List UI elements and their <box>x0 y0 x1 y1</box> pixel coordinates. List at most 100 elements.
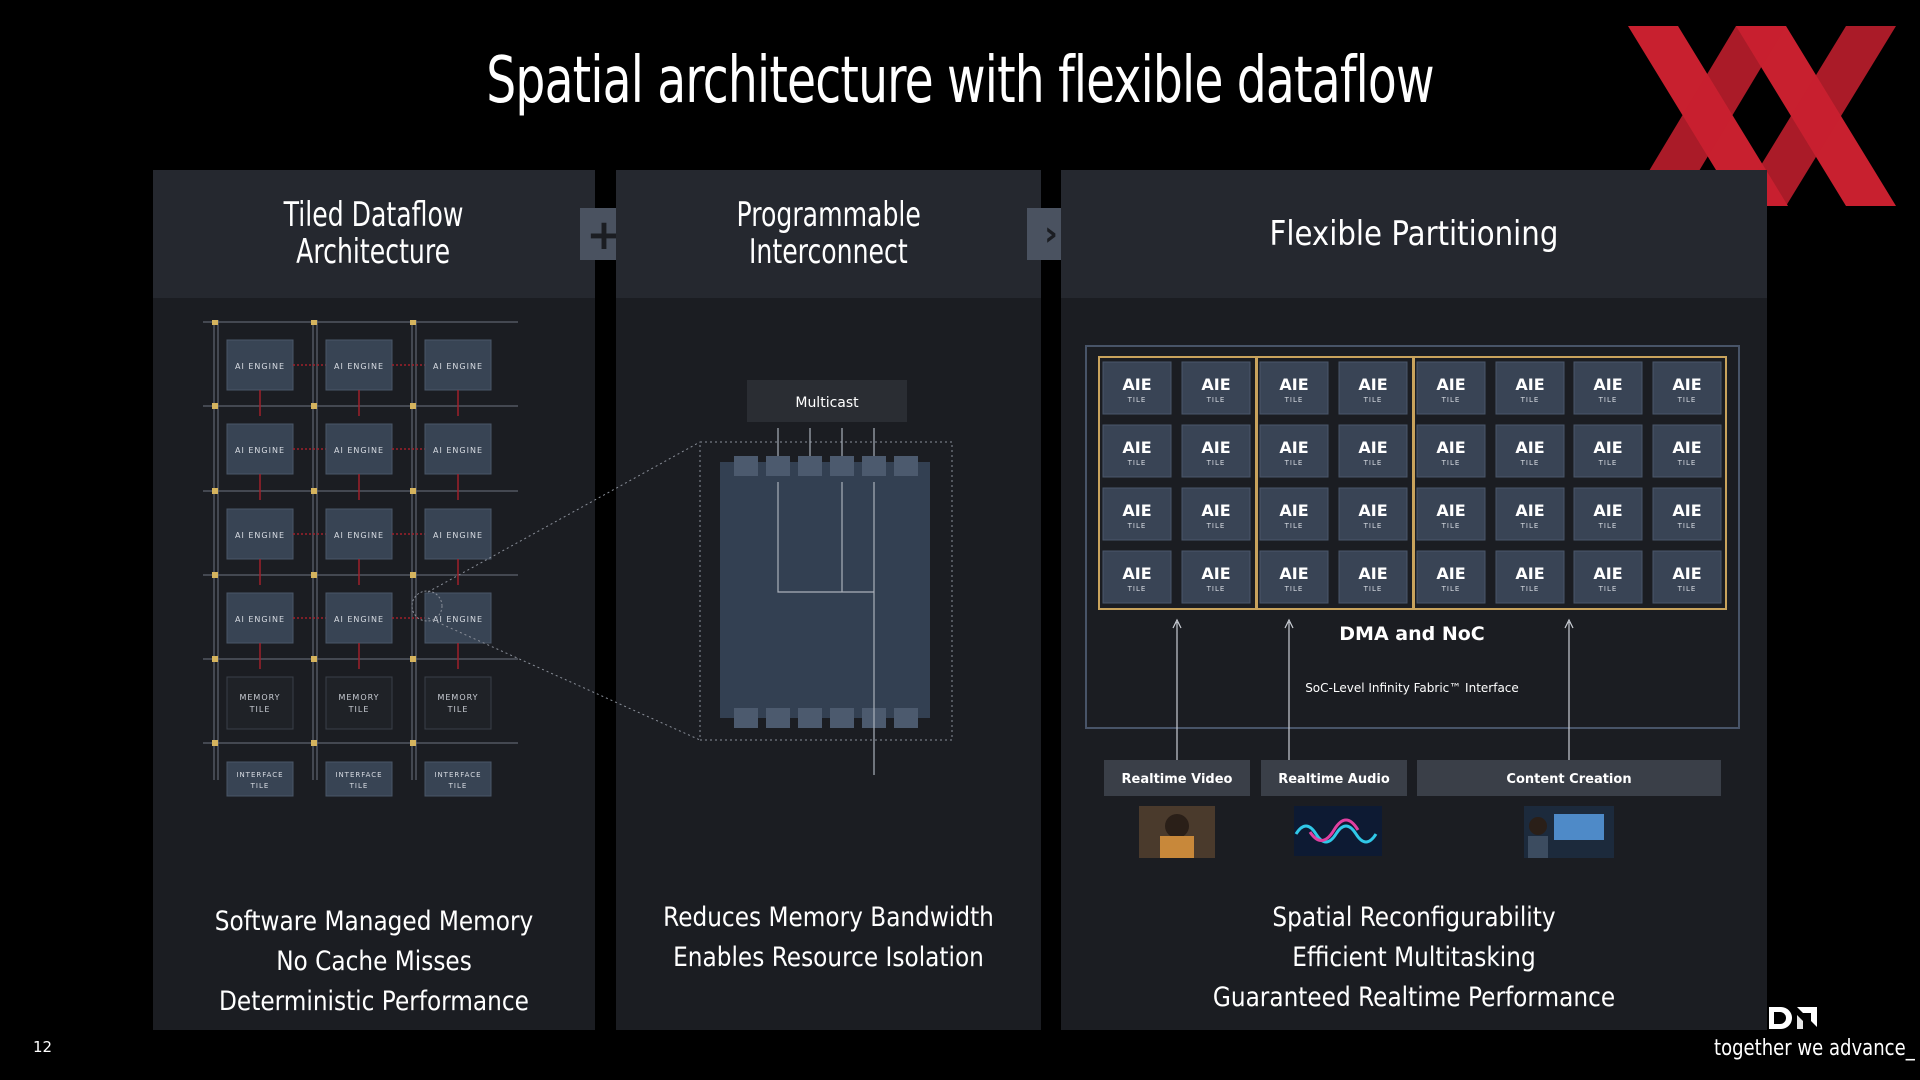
memory-tile-label: MEMORY <box>338 693 379 702</box>
ai-engine-box <box>226 423 294 475</box>
memory-tile-label: TILE <box>447 705 469 714</box>
ai-engine-label: AI ENGINE <box>334 446 384 455</box>
heading-line1: Programmable <box>736 195 921 235</box>
switch-node <box>311 403 317 409</box>
heading-line1: Flexible Partitioning <box>1269 213 1559 254</box>
memory-tile-label: TILE <box>348 705 370 714</box>
interface-tile-box <box>226 761 294 797</box>
ai-engine-label: AI ENGINE <box>334 615 384 624</box>
memory-tile-box <box>325 676 393 730</box>
ai-engine-label: AI ENGINE <box>433 362 483 371</box>
ai-engine-label: AI ENGINE <box>334 531 384 540</box>
heading-line2: Interconnect <box>749 232 908 272</box>
switch-node <box>410 572 416 578</box>
ai-engine-label: AI ENGINE <box>334 362 384 371</box>
ai-engine-box <box>226 592 294 644</box>
ai-engine-label: AI ENGINE <box>235 446 285 455</box>
bullet: Guaranteed Realtime Performance <box>1212 982 1616 1013</box>
ai-engine-label: AI ENGINE <box>433 615 483 624</box>
xilinx-x-logo <box>1628 26 1896 206</box>
ai-engine-tile: AI ENGINE <box>424 508 492 560</box>
switch-node <box>212 320 218 325</box>
switch-node <box>311 320 317 325</box>
page-number: 12 <box>33 1038 53 1056</box>
ai-engine-tile: AI ENGINE <box>325 508 393 560</box>
memory-tile: MEMORY TILE <box>325 676 393 730</box>
programmable-interconnect-panel: Programmable Interconnect Reduces Memory… <box>616 170 1041 1030</box>
interface-tile-label: INTERFACE <box>236 771 283 779</box>
ai-engine-tile: AI ENGINE <box>226 339 294 391</box>
ai-engine-tile: AI ENGINE <box>325 423 393 475</box>
bullet: Reduces Memory Bandwidth <box>663 902 994 933</box>
interface-tile-label: TILE <box>349 782 369 790</box>
switch-node <box>410 403 416 409</box>
interface-tile-label: INTERFACE <box>335 771 382 779</box>
interface-tile-label: TILE <box>448 782 468 790</box>
switch-node <box>212 740 218 746</box>
interface-tile-box <box>424 761 492 797</box>
ai-engine-label: AI ENGINE <box>235 531 285 540</box>
ai-engine-box <box>226 508 294 560</box>
ai-engine-tile: AI ENGINE <box>226 508 294 560</box>
switch-node <box>410 488 416 494</box>
slide-title: Spatial architecture with flexible dataf… <box>486 44 1434 118</box>
panel-bullets: Spatial Reconfigurability Efficient Mult… <box>1061 898 1767 1018</box>
memory-tile: MEMORY TILE <box>226 676 294 730</box>
switch-node <box>212 656 218 662</box>
bullet: No Cache Misses <box>276 946 472 977</box>
ai-engine-tile: AI ENGINE <box>325 592 393 644</box>
memory-tile-label: MEMORY <box>437 693 478 702</box>
memory-tile-label: TILE <box>249 705 271 714</box>
switch-node <box>311 488 317 494</box>
panel-bullets: Reduces Memory Bandwidth Enables Resourc… <box>616 898 1041 978</box>
ai-engine-tile: AI ENGINE <box>226 592 294 644</box>
switch-node <box>212 403 218 409</box>
ai-engine-tile: AI ENGINE <box>325 339 393 391</box>
memory-tile-box <box>424 676 492 730</box>
ai-engine-label: AI ENGINE <box>433 531 483 540</box>
ai-engine-box <box>325 592 393 644</box>
memory-tile: MEMORY TILE <box>424 676 492 730</box>
ai-engine-label: AI ENGINE <box>433 446 483 455</box>
ai-engine-label: AI ENGINE <box>235 362 285 371</box>
memory-tile-label: MEMORY <box>239 693 280 702</box>
ai-engine-box <box>325 423 393 475</box>
switch-node <box>410 740 416 746</box>
panel-heading: Tiled Dataflow Architecture <box>153 170 595 298</box>
tagline: together we advance_ <box>1714 1036 1915 1061</box>
bullet: Enables Resource Isolation <box>673 942 984 973</box>
tiled-array-diagram: AI ENGINE AI ENGINE AI ENGINE AI ENGINE AI E… <box>203 320 518 797</box>
switch-node <box>311 572 317 578</box>
ai-engine-tile: AI ENGINE <box>226 423 294 475</box>
switch-node <box>410 656 416 662</box>
amd-logo-icon <box>1769 1007 1817 1029</box>
ai-engine-tile: AI ENGINE <box>424 592 492 644</box>
flexible-partitioning-panel: Flexible Partitioning Spatial Reconfigur… <box>1061 170 1767 1030</box>
ai-engine-label: AI ENGINE <box>235 615 285 624</box>
heading-line2: Architecture <box>297 232 451 272</box>
interface-tile: INTERFACE TILE <box>325 761 393 797</box>
switch-node <box>311 740 317 746</box>
panel-heading: Flexible Partitioning <box>1061 170 1767 298</box>
switch-node <box>410 320 416 325</box>
switch-node <box>212 572 218 578</box>
memory-tile-box <box>226 676 294 730</box>
interface-tile-label: INTERFACE <box>434 771 481 779</box>
interface-tile-box <box>325 761 393 797</box>
ai-engine-box <box>424 339 492 391</box>
panel-heading: Programmable Interconnect <box>616 170 1041 298</box>
ai-engine-tile: AI ENGINE <box>424 339 492 391</box>
interface-tile: INTERFACE TILE <box>226 761 294 797</box>
interface-tile-label: TILE <box>250 782 270 790</box>
bullet: Spatial Reconfigurability <box>1272 902 1556 933</box>
bullet: Deterministic Performance <box>219 986 529 1017</box>
switch-node <box>311 656 317 662</box>
switch-node <box>212 488 218 494</box>
panel-bullets: Software Managed Memory No Cache Misses … <box>153 902 595 1022</box>
interface-tile: INTERFACE TILE <box>424 761 492 797</box>
heading-line1: Tiled Dataflow <box>284 195 464 235</box>
bullet: Software Managed Memory <box>214 906 534 937</box>
ai-engine-tile: AI ENGINE <box>424 423 492 475</box>
bullet: Efficient Multitasking <box>1292 942 1536 973</box>
